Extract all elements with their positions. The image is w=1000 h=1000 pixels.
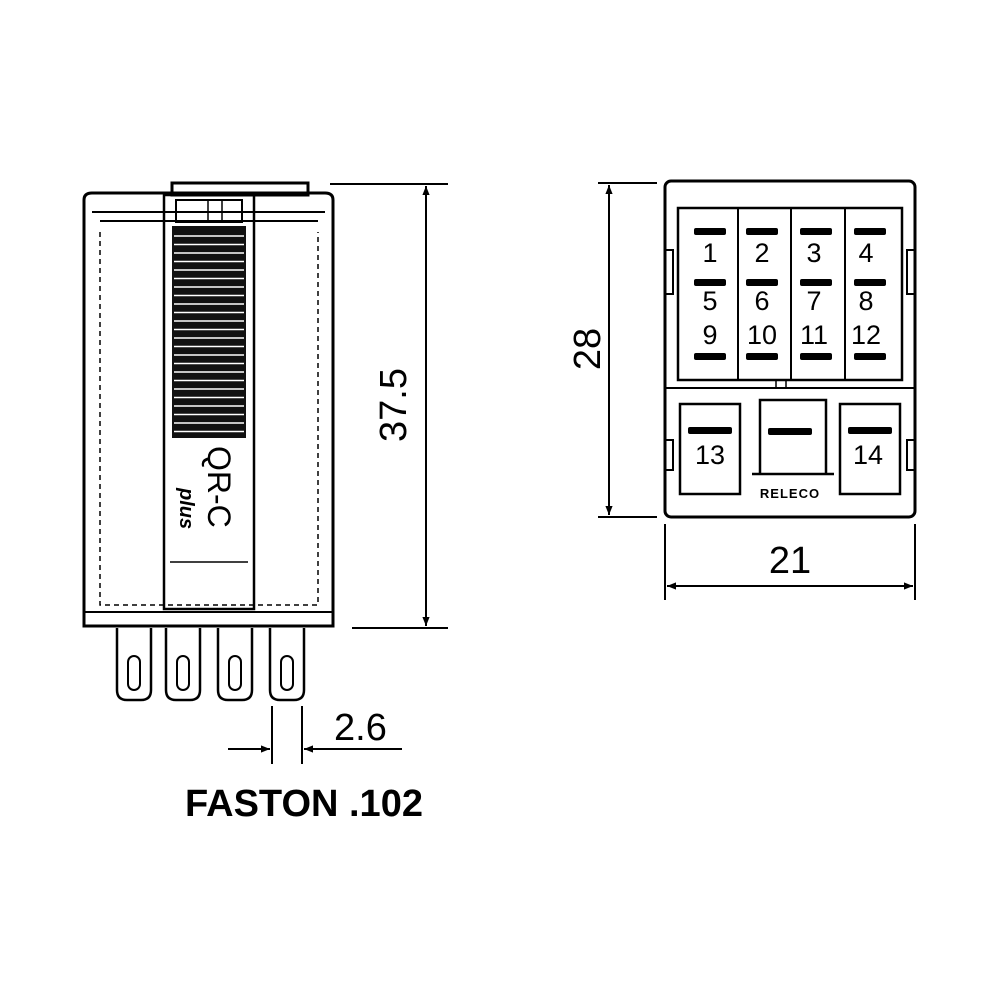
brand-label: RELECO [760, 486, 820, 501]
contact-bar [854, 279, 886, 286]
pin-label-14: 14 [853, 440, 883, 470]
contact-bar [854, 228, 886, 235]
side-height-label: 37.5 [373, 368, 415, 442]
contact-bar [800, 228, 832, 235]
pin-label-5: 5 [702, 286, 717, 316]
pin-label-8: 8 [858, 286, 873, 316]
pin-label-13: 13 [695, 440, 725, 470]
contact-bar [694, 279, 726, 286]
pin-label-10: 10 [747, 320, 777, 350]
front-body-outline [663, 179, 917, 519]
coil-block-left [678, 402, 742, 496]
contact-bars [688, 228, 892, 435]
pin-label-11: 11 [800, 320, 828, 350]
center-key [752, 398, 834, 476]
pin-label-4: 4 [858, 238, 873, 268]
contact-bar [746, 228, 778, 235]
relay-body-outline [82, 191, 335, 628]
faston-caption: FASTON .102 [185, 783, 423, 825]
contact-bar [746, 353, 778, 360]
pin-label-1: 1 [702, 238, 717, 268]
contact-bar [694, 353, 726, 360]
faston-pin [115, 628, 153, 702]
contact-bar [694, 228, 726, 235]
pin-label-2: 2 [754, 238, 769, 268]
front-width-label: 21 [769, 540, 811, 582]
faston-pin [216, 628, 254, 702]
coil-contact-bar [688, 427, 732, 434]
faston-pin [268, 628, 306, 702]
coil-block-right [838, 402, 902, 496]
front-height-label: 28 [567, 328, 609, 370]
contact-bar [800, 279, 832, 286]
contact-bar [854, 353, 886, 360]
pin-label-7: 7 [806, 286, 821, 316]
pin-label-3: 3 [806, 238, 821, 268]
pin-label-9: 9 [702, 320, 717, 350]
contact-bar [746, 279, 778, 286]
test-button-housing [162, 193, 256, 611]
faston-pins [115, 628, 306, 702]
coil-contact-bar [848, 427, 892, 434]
model-sub-label: plus [175, 487, 197, 529]
contact-bar [800, 353, 832, 360]
coil-contact-bar [768, 428, 812, 435]
pin-label-12: 12 [851, 320, 881, 350]
inner-contour-dashed [99, 232, 319, 606]
pin-spacing-label: 2.6 [334, 707, 387, 749]
pin-label-6: 6 [754, 286, 769, 316]
side-view: QR-C plus 37.5 2.6 FASTON .102 [82, 181, 448, 825]
model-label: QR-C [201, 446, 237, 528]
faston-pin [164, 628, 202, 702]
